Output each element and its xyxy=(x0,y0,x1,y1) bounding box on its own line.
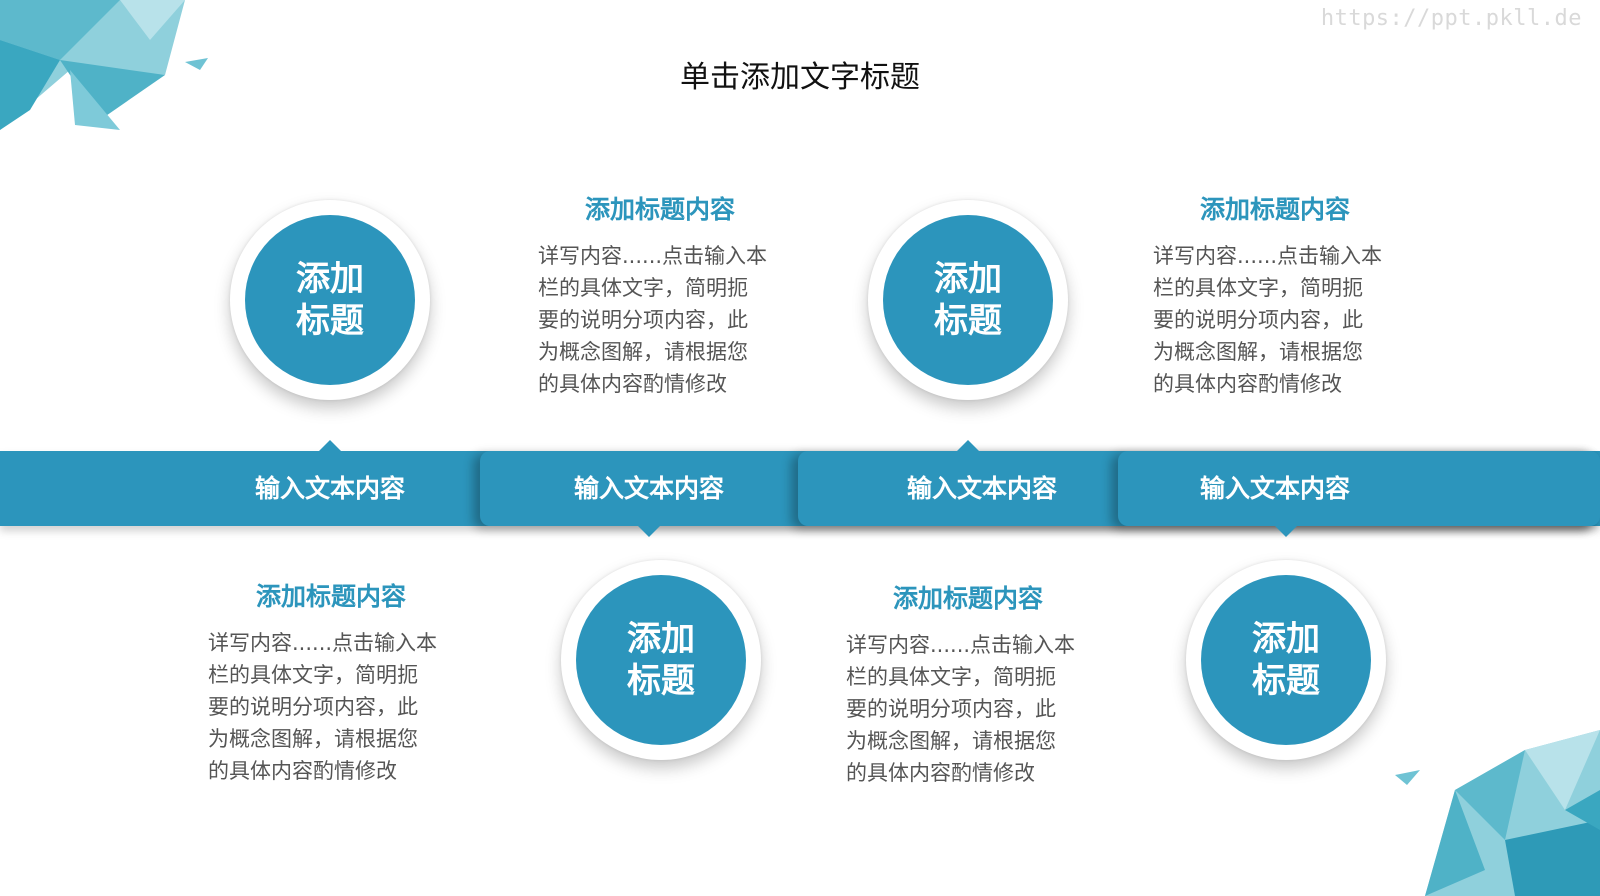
item-body-2: 详写内容......点击输入本 栏的具体文字，简明扼 要的说明分项内容，此 为概… xyxy=(538,240,788,400)
watermark-url: https://ppt.pkll.de xyxy=(1320,6,1582,31)
item-body-line: 的具体内容酌情修改 xyxy=(1153,372,1342,396)
band-label-2: 输入文本内容 xyxy=(573,474,724,503)
circle-badge-text-line2: 标题 xyxy=(1252,661,1320,701)
band-pointer-up-3 xyxy=(957,440,979,451)
circle-badge-text-line2: 标题 xyxy=(627,661,695,701)
circle-badge-text-line1: 添加 xyxy=(296,259,364,299)
item-body-line: 的具体内容酌情修改 xyxy=(538,372,727,396)
circle-badge-text-line1: 添加 xyxy=(934,259,1002,299)
circle-badge-4: 添加 标题 xyxy=(1186,560,1386,760)
item-body-line: 为概念图解，请根据您 xyxy=(538,340,748,364)
circle-badge-2: 添加 标题 xyxy=(561,560,761,760)
item-body-line: 要的说明分项内容，此 xyxy=(1153,308,1363,332)
circle-badge-3: 添加 标题 xyxy=(868,200,1068,400)
item-body-line: 的具体内容酌情修改 xyxy=(846,761,1035,785)
item-body-line: 栏的具体文字，简明扼 xyxy=(1153,276,1363,300)
item-body-4: 详写内容......点击输入本 栏的具体文字，简明扼 要的说明分项内容，此 为概… xyxy=(1153,240,1403,400)
item-body-line: 要的说明分项内容，此 xyxy=(538,308,748,332)
top-left-polygon-decoration xyxy=(0,0,208,130)
circle-badge-fill: 添加 标题 xyxy=(576,575,746,745)
circle-badge-1: 添加 标题 xyxy=(230,200,430,400)
circle-badge-fill: 添加 标题 xyxy=(245,215,415,385)
item-heading-4: 添加标题内容 xyxy=(1199,195,1350,224)
item-body-line: 要的说明分项内容，此 xyxy=(208,695,418,719)
band-label-3: 输入文本内容 xyxy=(906,474,1057,503)
page-title: 单击添加文字标题 xyxy=(680,60,920,95)
item-heading-3: 添加标题内容 xyxy=(892,584,1043,613)
circle-badge-text-line1: 添加 xyxy=(627,619,695,659)
item-body-line: 为概念图解，请根据您 xyxy=(846,729,1056,753)
band-pointer-up-1 xyxy=(319,440,341,451)
item-body-line: 为概念图解，请根据您 xyxy=(1153,340,1363,364)
circle-badge-text-line2: 标题 xyxy=(934,301,1002,341)
item-body-line: 栏的具体文字，简明扼 xyxy=(208,663,418,687)
item-body-line: 栏的具体文字，简明扼 xyxy=(846,665,1056,689)
circle-badge-text-line2: 标题 xyxy=(296,301,364,341)
item-body-line: 要的说明分项内容，此 xyxy=(846,697,1056,721)
band-segment-4 xyxy=(1118,451,1600,526)
item-body-line: 的具体内容酌情修改 xyxy=(208,759,397,783)
circle-badge-fill: 添加 标题 xyxy=(1201,575,1371,745)
band-label-1: 输入文本内容 xyxy=(254,474,405,503)
item-body-line: 详写内容......点击输入本 xyxy=(208,631,438,655)
item-body-line: 详写内容......点击输入本 xyxy=(1153,244,1383,268)
item-heading-1: 添加标题内容 xyxy=(255,582,406,611)
circle-badge-fill: 添加 标题 xyxy=(883,215,1053,385)
item-body-1: 详写内容......点击输入本 栏的具体文字，简明扼 要的说明分项内容，此 为概… xyxy=(208,627,458,787)
bottom-right-polygon-decoration xyxy=(1395,730,1600,896)
item-body-line: 栏的具体文字，简明扼 xyxy=(538,276,748,300)
item-heading-2: 添加标题内容 xyxy=(584,195,735,224)
band-label-4: 输入文本内容 xyxy=(1199,474,1350,503)
circle-badge-text-line1: 添加 xyxy=(1252,619,1320,659)
band-pointer-down-4 xyxy=(1275,526,1297,537)
item-body-3: 详写内容......点击输入本 栏的具体文字，简明扼 要的说明分项内容，此 为概… xyxy=(846,629,1096,789)
item-body-line: 为概念图解，请根据您 xyxy=(208,727,418,751)
band-pointer-down-2 xyxy=(638,526,660,537)
item-body-line: 详写内容......点击输入本 xyxy=(538,244,768,268)
item-body-line: 详写内容......点击输入本 xyxy=(846,633,1076,657)
